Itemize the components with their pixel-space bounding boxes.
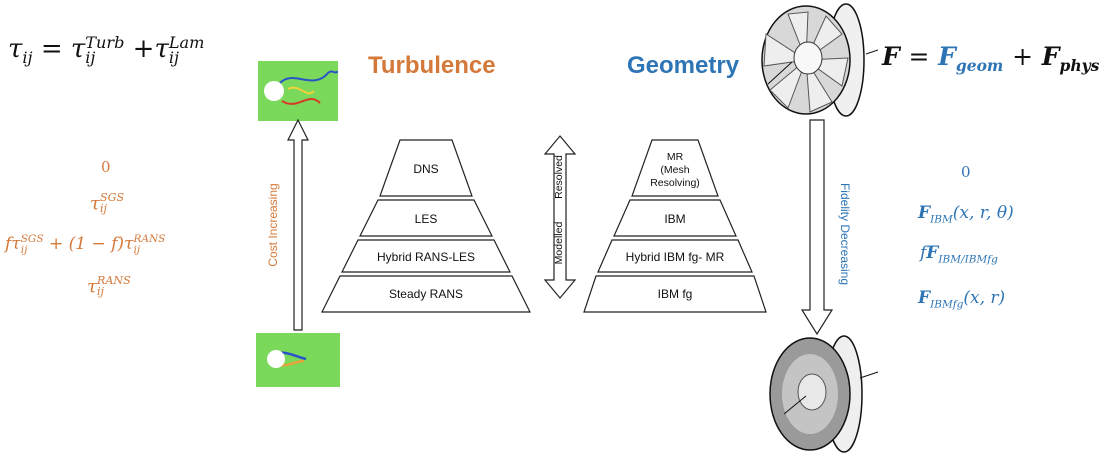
les-flow-image <box>258 61 338 121</box>
geo-label-ibmfg: IBM fg <box>658 287 693 301</box>
pyramid-label-dns: DNS <box>413 162 438 176</box>
pyramid-level-dns <box>379 139 473 197</box>
force-phys-sub: phys <box>1059 56 1100 75</box>
term-ibm-base: F <box>918 203 931 223</box>
tau-lhs-sub: ij <box>22 48 33 68</box>
term-hybrid-geometry: fFIBM/IBMfg <box>920 243 998 265</box>
cost-increasing-label: Cost Increasing <box>266 183 280 267</box>
geo-level-ibmfg <box>583 275 767 313</box>
fidelity-arrow-shape <box>800 119 834 336</box>
force-lhs: F <box>882 42 900 71</box>
term-hybrid-sup1: SGS <box>20 233 44 246</box>
geometry-heading: Geometry <box>627 52 740 79</box>
pyramid-label-les: LES <box>415 212 438 226</box>
fidelity-decreasing-arrow <box>800 119 834 336</box>
geo-level-ibm <box>613 199 737 237</box>
term-ibmfg: FIBMfg(x, r) <box>918 288 1005 310</box>
term-hybrid-sub1: ij <box>20 243 28 256</box>
geo-label-mr-line3: Resolving) <box>650 177 700 189</box>
term-zero-turbulence: 0 <box>101 158 111 176</box>
fan-blade <box>769 58 808 109</box>
term-hybrid-sub2: ij <box>133 243 141 256</box>
les-vortex-red <box>281 98 321 105</box>
fan-axis-line <box>865 49 878 55</box>
tau-equals: = <box>40 34 63 64</box>
term-sgs-base: τ <box>90 193 100 214</box>
term-hybrid-sup2: RANS <box>133 233 166 246</box>
term-geo-hybrid-base: F <box>926 243 939 263</box>
double-arrow-shape <box>543 135 577 299</box>
turbulence-pyramid: DNS LES Hybrid RANS-LES Steady RANS <box>321 139 531 313</box>
term-rans-base: τ <box>87 276 97 297</box>
geo-label-mr-line2: (Mesh <box>660 164 689 176</box>
term-ibm: FIBM(x, r, θ) <box>918 203 1014 225</box>
term-hybrid-mid: + (1 − f) <box>43 234 125 254</box>
les-cylinder <box>264 81 284 101</box>
tau-plus: + <box>132 34 155 64</box>
term-sgs-sub: ij <box>99 202 107 215</box>
geo-label-hybrid: Hybrid IBM fg- MR <box>626 250 725 264</box>
term-ibmfg-sub: IBMfg <box>930 298 964 311</box>
disc-axis-line-inner <box>783 395 807 415</box>
tau-turb-base: τ <box>70 34 86 64</box>
tau-lhs: τ <box>8 34 23 64</box>
force-plus: + <box>1012 42 1034 71</box>
les-vortex-blue <box>279 70 338 84</box>
rans-cylinder <box>267 350 285 368</box>
modelled-label: Modelled <box>553 221 565 265</box>
geo-level-mr <box>631 139 719 197</box>
geo-label-ibm: IBM <box>664 212 685 226</box>
rans-flow-image <box>256 333 340 387</box>
tau-lam-sup: Lam <box>168 32 205 52</box>
bladed-fan-image <box>761 3 878 117</box>
resolution-double-arrow <box>543 135 577 299</box>
term-hybrid-f: f <box>5 234 12 254</box>
les-vortex-yellow <box>287 86 315 95</box>
force-phys-base: F <box>1041 42 1060 71</box>
term-rans-sub: ij <box>96 285 104 298</box>
term-sgs-sup: SGS <box>99 191 125 205</box>
fan-axis-line-inner <box>767 61 793 85</box>
disc-hub <box>797 373 827 411</box>
pyramid-label-rans: Steady RANS <box>389 287 463 301</box>
tau-turb-sup: Turb <box>85 32 125 52</box>
tau-turb-sub: ij <box>85 48 96 67</box>
term-hybrid-base2: τ <box>124 234 134 254</box>
cost-arrow-shape <box>287 118 309 331</box>
term-rans-sup: RANS <box>96 274 131 288</box>
cost-increasing-arrow <box>287 118 309 331</box>
term-hybrid-base1: τ <box>11 234 21 254</box>
geo-level-hybrid <box>597 239 753 273</box>
force-equation: F = Fgeom + Fphys <box>882 42 1099 75</box>
term-ibmfg-args: (x, r) <box>963 288 1006 308</box>
pyramid-level-hybrid <box>341 239 511 273</box>
tau-lam-base: τ <box>154 34 169 64</box>
force-geom-sub: geom <box>955 56 1004 75</box>
force-equals: = <box>908 42 930 71</box>
disc-axis-line <box>859 371 879 379</box>
term-ibm-args: (x, r, θ) <box>952 203 1014 223</box>
term-zero-geometry: 0 <box>961 163 971 181</box>
force-geom-base: F <box>938 42 956 71</box>
geo-label-mr-line1: MR <box>667 151 684 163</box>
turbulence-heading: Turbulence <box>368 52 496 79</box>
fan-hub <box>793 41 823 75</box>
geometry-pyramid: MR (Mesh Resolving) IBM Hybrid IBM fg- M… <box>583 139 767 313</box>
pyramid-level-les <box>359 199 493 237</box>
pyramid-label-hybrid: Hybrid RANS-LES <box>377 250 475 264</box>
term-geo-hybrid-f: f <box>920 243 927 263</box>
tau-lam-sub: ij <box>168 48 180 67</box>
solid-disc-image <box>769 335 879 453</box>
term-ibm-sub: IBM <box>930 213 953 226</box>
term-geo-hybrid-sub: IBM/IBMfg <box>938 253 998 266</box>
pyramid-level-rans <box>321 275 531 313</box>
term-ibmfg-base: F <box>918 288 931 308</box>
fidelity-decreasing-label: Fidelity Decreasing <box>838 182 852 286</box>
